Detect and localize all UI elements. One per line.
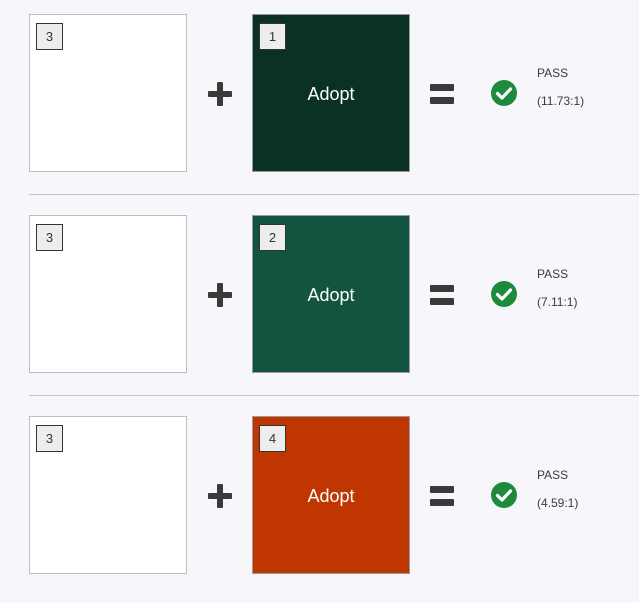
contrast-ratio: (11.73:1) xyxy=(537,94,585,108)
equals-icon xyxy=(430,285,454,305)
plus-icon xyxy=(208,283,232,307)
background-swatch: 3 xyxy=(29,416,187,574)
result-status: PASS xyxy=(537,468,569,482)
swatch-label: Adopt xyxy=(307,486,355,506)
swatch-badge: 3 xyxy=(36,23,63,50)
contrast-row: 3 4 Adopt PASS (4.59:1) xyxy=(0,402,639,603)
swatch-label: Adopt xyxy=(307,285,355,305)
row-divider xyxy=(29,194,639,195)
row-divider xyxy=(29,395,639,396)
check-circle-icon xyxy=(491,80,517,106)
swatch-badge: 3 xyxy=(36,425,63,452)
background-swatch: 3 xyxy=(29,215,187,373)
equals-icon xyxy=(430,486,454,506)
background-swatch: 3 xyxy=(29,14,187,172)
swatch-badge: 4 xyxy=(259,425,286,452)
foreground-swatch: 4 Adopt xyxy=(252,416,410,574)
swatch-badge: 3 xyxy=(36,224,63,251)
foreground-swatch: 1 Adopt xyxy=(252,14,410,172)
plus-icon xyxy=(208,82,232,106)
equals-icon xyxy=(430,84,454,104)
swatch-badge: 1 xyxy=(259,23,286,50)
contrast-row: 3 2 Adopt PASS (7.11:1) xyxy=(0,201,639,402)
swatch-label: Adopt xyxy=(307,84,355,104)
foreground-swatch: 2 Adopt xyxy=(252,215,410,373)
contrast-row: 3 1 Adopt PASS (11.73:1) xyxy=(0,0,639,201)
result-status: PASS xyxy=(537,267,569,281)
contrast-ratio: (4.59:1) xyxy=(537,496,579,510)
swatch-badge: 2 xyxy=(259,224,286,251)
check-circle-icon xyxy=(491,482,517,508)
plus-icon xyxy=(208,484,232,508)
contrast-ratio: (7.11:1) xyxy=(537,295,578,309)
check-circle-icon xyxy=(491,281,517,307)
result-status: PASS xyxy=(537,66,569,80)
